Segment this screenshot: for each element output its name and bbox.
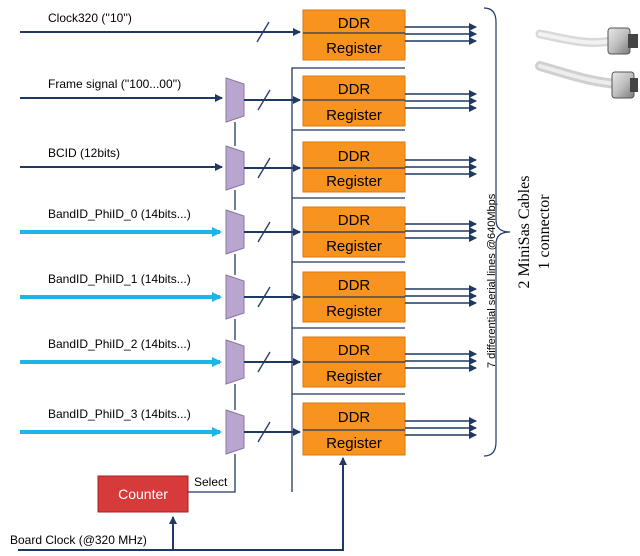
- mux-2: [225, 145, 245, 191]
- register-outputs: [405, 23, 477, 439]
- mux-1: [225, 77, 245, 123]
- register-label-bottom: Register: [326, 173, 382, 190]
- board-clock-label: Board Clock (@320 MHz): [10, 533, 147, 547]
- output-brace: [483, 7, 511, 457]
- mux-5: [225, 339, 245, 385]
- register-label-top: DDR: [338, 277, 371, 294]
- ddr-register-1: [302, 9, 406, 61]
- select-line: [188, 454, 236, 493]
- bus-slash: [257, 286, 271, 308]
- register-label-top: DDR: [338, 342, 371, 359]
- input-label-clock320: Clock320 (''10''): [48, 11, 132, 25]
- bus-slash: [257, 421, 271, 443]
- counter-label: Counter: [118, 486, 168, 502]
- bus-slash: [257, 221, 271, 243]
- register-label-top: DDR: [338, 15, 371, 32]
- mux-6: [225, 409, 245, 455]
- mux-4: [225, 274, 245, 320]
- mux-3: [225, 209, 245, 255]
- bus-slash: [257, 157, 271, 179]
- input-label-bandid-phiid-1: BandID_PhiID_1 (14bits...): [48, 272, 191, 286]
- register-label-top: DDR: [338, 148, 371, 165]
- connector-label: 1 connector: [536, 194, 553, 270]
- input-label-bandid-phiid-3: BandID_PhiID_3 (14bits...): [48, 407, 191, 421]
- input-label-bcid: BCID (12bits): [48, 146, 120, 160]
- bus-slash: [257, 351, 271, 373]
- register-label-bottom: Register: [326, 368, 382, 385]
- register-label-bottom: Register: [326, 40, 382, 57]
- board-clock-line: [18, 457, 347, 551]
- bus-slash: [257, 89, 271, 111]
- register-label-top: DDR: [338, 81, 371, 98]
- minisas-cable-image: [535, 27, 638, 99]
- register-label-bottom: Register: [326, 107, 382, 124]
- counter-block: [97, 475, 189, 513]
- clock-distribution-bus: [291, 67, 405, 492]
- ddr-register-2: [302, 75, 406, 127]
- select-label: Select: [194, 475, 228, 489]
- ddr-register-7: [302, 402, 406, 456]
- cables-label: 2 MiniSas Cables: [516, 176, 533, 289]
- register-label-top: DDR: [338, 212, 371, 229]
- input-label-frame-signal: Frame signal (''100...00''): [48, 77, 181, 91]
- register-label-bottom: Register: [326, 238, 382, 255]
- bus-slash: [256, 21, 270, 43]
- register-label-top: DDR: [338, 409, 371, 426]
- serial-lines-label: 7 differential serial lines @640Mbps: [486, 193, 498, 368]
- input-label-bandid-phiid-2: BandID_PhiID_2 (14bits...): [48, 337, 191, 351]
- register-label-bottom: Register: [326, 435, 382, 452]
- input-label-bandid-phiid-0: BandID_PhiID_0 (14bits...): [48, 207, 191, 221]
- register-label-bottom: Register: [326, 303, 382, 320]
- ddr-register-3: [302, 141, 406, 193]
